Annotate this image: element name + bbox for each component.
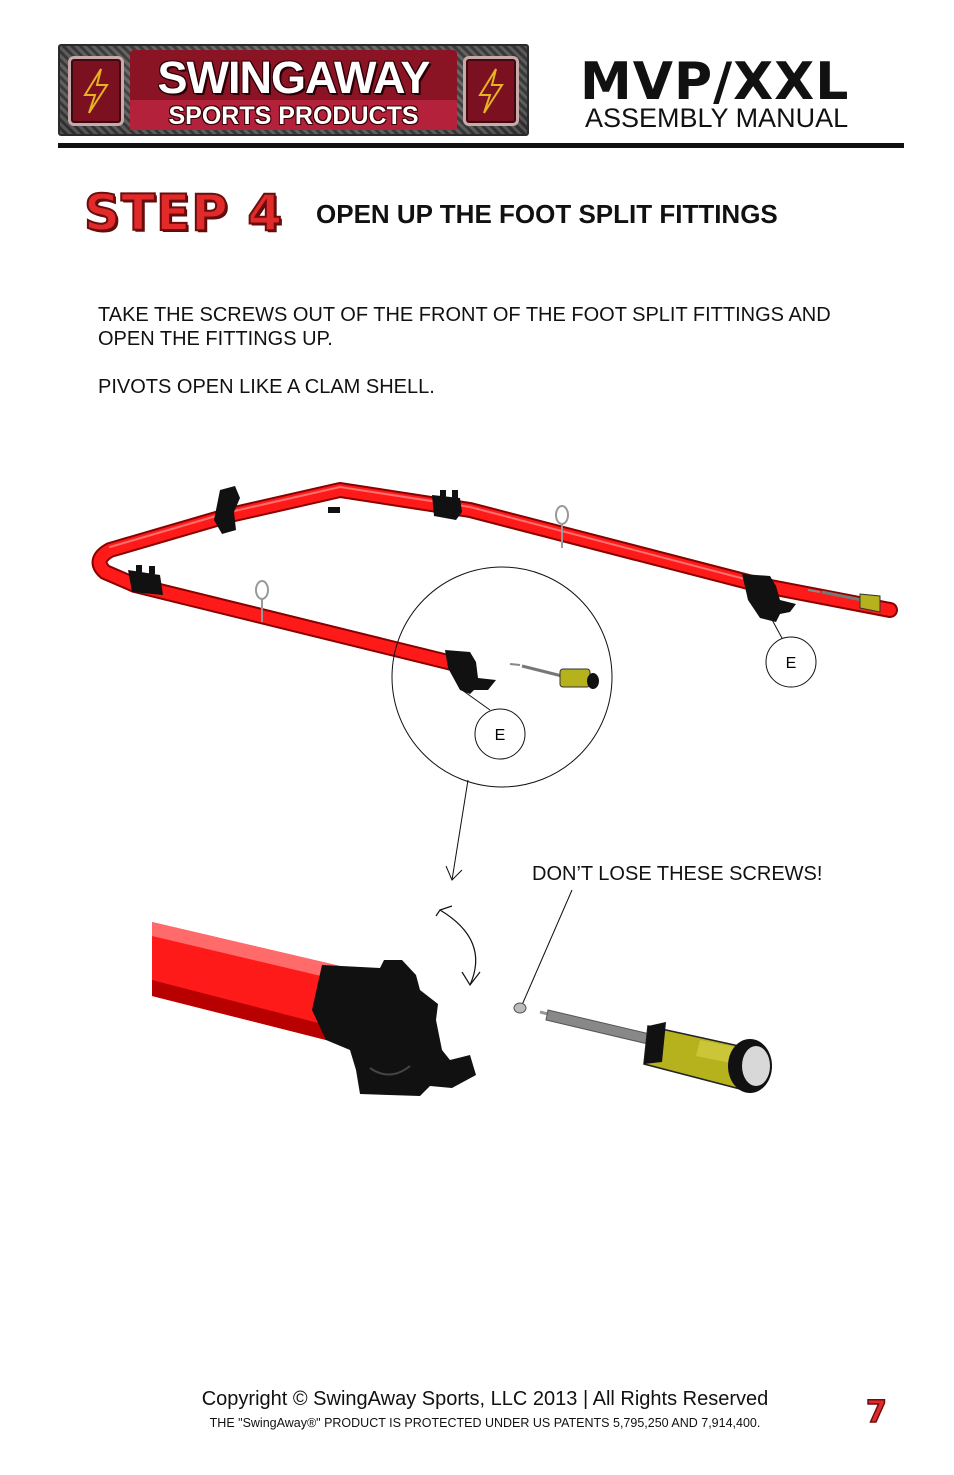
detail-fitting — [312, 960, 476, 1096]
instruction-line: PIVOTS OPEN LIKE A CLAM SHELL. — [98, 376, 435, 398]
callout-letter: E — [786, 655, 797, 672]
screwdriver-icon — [807, 589, 881, 613]
page-number: 7 — [865, 1394, 887, 1431]
screwdriver-icon — [509, 663, 599, 689]
detail-tube — [152, 922, 340, 1040]
callout-letter: E — [495, 727, 506, 744]
patent-notice: THE "SwingAway®" PRODUCT IS PROTECTED UN… — [209, 1416, 761, 1430]
instruction-line: TAKE THE SCREWS OUT OF THE FRONT OF THE … — [98, 304, 831, 350]
document-type: ASSEMBLY MANUAL — [585, 103, 849, 133]
model-name: MVP/XXL — [580, 52, 850, 112]
eye-bolt-icons — [255, 505, 569, 622]
step-title: OPEN UP THE FOOT SPLIT FITTINGS — [316, 199, 778, 229]
frame-fittings — [128, 486, 796, 694]
lightning-bolt-icon — [463, 56, 519, 126]
callout-e-left — [474, 708, 526, 760]
frame-tube — [91, 482, 898, 673]
instructions: TAKE THE SCREWS OUT OF THE FRONT OF THE … — [98, 303, 878, 399]
swingaway-logo: SWINGAWAY SPORTS PRODUCTS — [58, 44, 529, 136]
header-divider — [58, 143, 904, 148]
logo-brand-sub: SPORTS PRODUCTS — [168, 102, 419, 130]
lightning-bolt-icon — [68, 56, 124, 126]
step-number: STEP 4 — [83, 183, 284, 243]
warning-pointer — [521, 889, 573, 1006]
callout-e-right — [765, 636, 817, 688]
screwdriver-icon — [539, 1009, 772, 1093]
logo-brand-main: SWINGAWAY — [157, 52, 431, 103]
rotation-arrow-icon — [439, 909, 477, 986]
warning-note: DON’T LOSE THESE SCREWS! — [532, 863, 823, 885]
detail-zoom-circle — [391, 566, 613, 788]
screw-icon — [513, 1002, 527, 1014]
copyright: Copyright © SwingAway Sports, LLC 2013 |… — [201, 1388, 769, 1410]
